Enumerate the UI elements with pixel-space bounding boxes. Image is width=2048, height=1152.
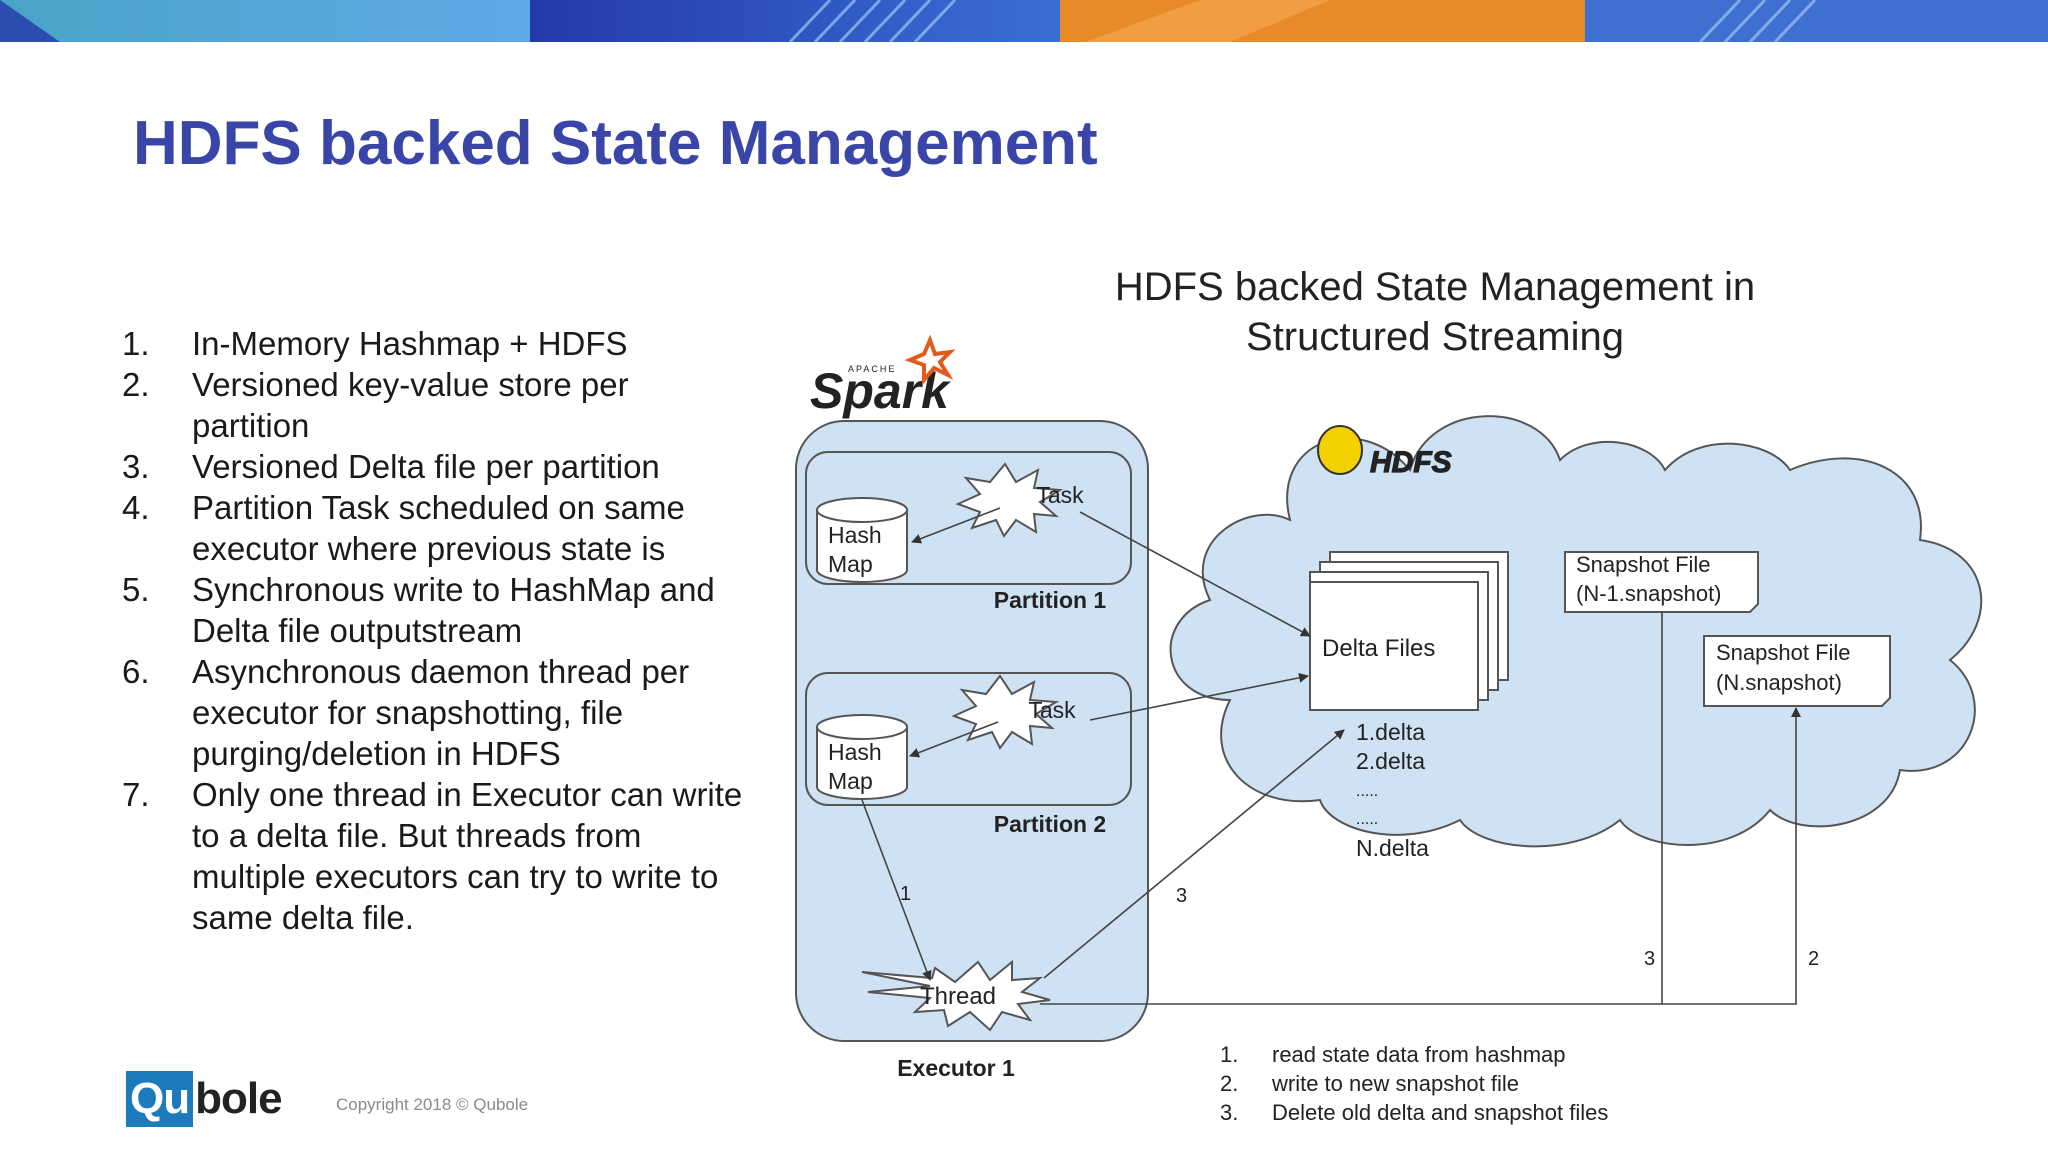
arrow-label-3b: 3: [1644, 948, 1655, 970]
task-label: Task: [1036, 482, 1084, 508]
legend-text: Delete old delta and snapshot files: [1272, 1100, 1608, 1125]
delta-item: 1.delta: [1356, 719, 1425, 745]
partition2-label: Partition 2: [994, 811, 1106, 837]
diagram-title-line1: HDFS backed State Management in: [1115, 265, 1755, 309]
partition1-label: Partition 1: [994, 587, 1107, 613]
legend-num: 2.: [1220, 1071, 1238, 1096]
snapshot-file-new: Snapshot File (N.snapshot): [1704, 636, 1890, 706]
legend-text: read state data from hashmap: [1272, 1042, 1566, 1067]
diagram-legend: 1. read state data from hashmap 2. write…: [1220, 1042, 1608, 1125]
arrow-label-1: 1: [900, 883, 911, 905]
legend-text: write to new snapshot file: [1271, 1071, 1519, 1096]
spark-logo: APACHE Spark: [810, 340, 951, 419]
delta-files-stack: Delta Files: [1310, 552, 1508, 710]
snapshot-prev-line2: (N-1.snapshot): [1576, 581, 1722, 606]
thread-label: Thread: [920, 983, 996, 1010]
legend-num: 3.: [1220, 1100, 1238, 1125]
snapshot-new-line1: Snapshot File: [1716, 640, 1851, 665]
executor-label: Executor 1: [897, 1055, 1015, 1081]
task-label: Task: [1028, 697, 1076, 723]
delta-item: N.delta: [1356, 835, 1429, 861]
delta-files-label: Delta Files: [1322, 635, 1435, 662]
delta-item: .....: [1356, 811, 1378, 828]
arrow-label-3: 3: [1176, 885, 1187, 907]
hashmap-label-line2: Map: [828, 768, 873, 794]
snapshot-file-prev: Snapshot File (N-1.snapshot): [1565, 552, 1758, 612]
snapshot-prev-line1: Snapshot File: [1576, 552, 1711, 577]
snapshot-new-line2: (N.snapshot): [1716, 670, 1842, 695]
hdfs-cloud: [1171, 416, 1982, 846]
hdfs-logo: HDFS: [1318, 426, 1452, 479]
hashmap-label-line1: Hash: [828, 739, 882, 765]
delta-item: 2.delta: [1356, 748, 1425, 774]
arrow-label-2: 2: [1808, 948, 1819, 970]
legend-num: 1.: [1220, 1042, 1238, 1067]
diagram-title-line2: Structured Streaming: [1246, 315, 1624, 359]
qubole-logo-part1: Qu: [126, 1071, 193, 1127]
hashmap-label-line2: Map: [828, 551, 873, 577]
hashmap-cylinder: Hash Map: [817, 715, 907, 799]
elephant-icon: [1318, 426, 1362, 474]
hashmap-cylinder: Hash Map: [817, 498, 907, 582]
copyright-text: Copyright 2018 © Qubole: [336, 1095, 528, 1115]
qubole-logo-part2: bole: [193, 1074, 281, 1124]
delta-item: .....: [1356, 783, 1378, 800]
hdfs-logo-text: HDFS: [1370, 446, 1452, 479]
hashmap-label-line1: Hash: [828, 522, 882, 548]
